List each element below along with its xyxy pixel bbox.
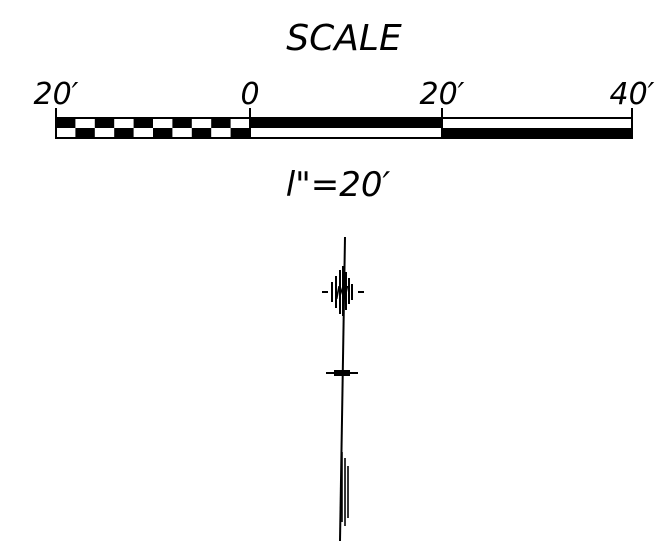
scale-tick-label-left-20: 20′ — [34, 77, 79, 112]
north-arrow-tail — [341, 452, 349, 526]
scale-bar-segment-0-20 — [249, 117, 443, 139]
north-marker: N — [322, 266, 364, 316]
north-arrow-shaft — [339, 236, 346, 542]
scale-tick-label-right-40: 40′ — [610, 77, 655, 112]
scale-ratio: l"=20′ — [286, 165, 391, 205]
scale-tick-label-zero: 0 — [240, 77, 259, 112]
scale-tick-label-right-20: 20′ — [420, 77, 465, 112]
scale-bar-subdivided-segment — [55, 117, 251, 139]
graphic-scale: SCALE 20′ 0 20′ 40′ — [34, 18, 655, 205]
north-arrow: N — [322, 236, 364, 542]
scale-title: SCALE — [286, 18, 402, 59]
north-label: N — [335, 283, 348, 304]
north-arrow-crossbar — [326, 370, 358, 376]
scale-bar-segment-20-40 — [441, 117, 633, 139]
